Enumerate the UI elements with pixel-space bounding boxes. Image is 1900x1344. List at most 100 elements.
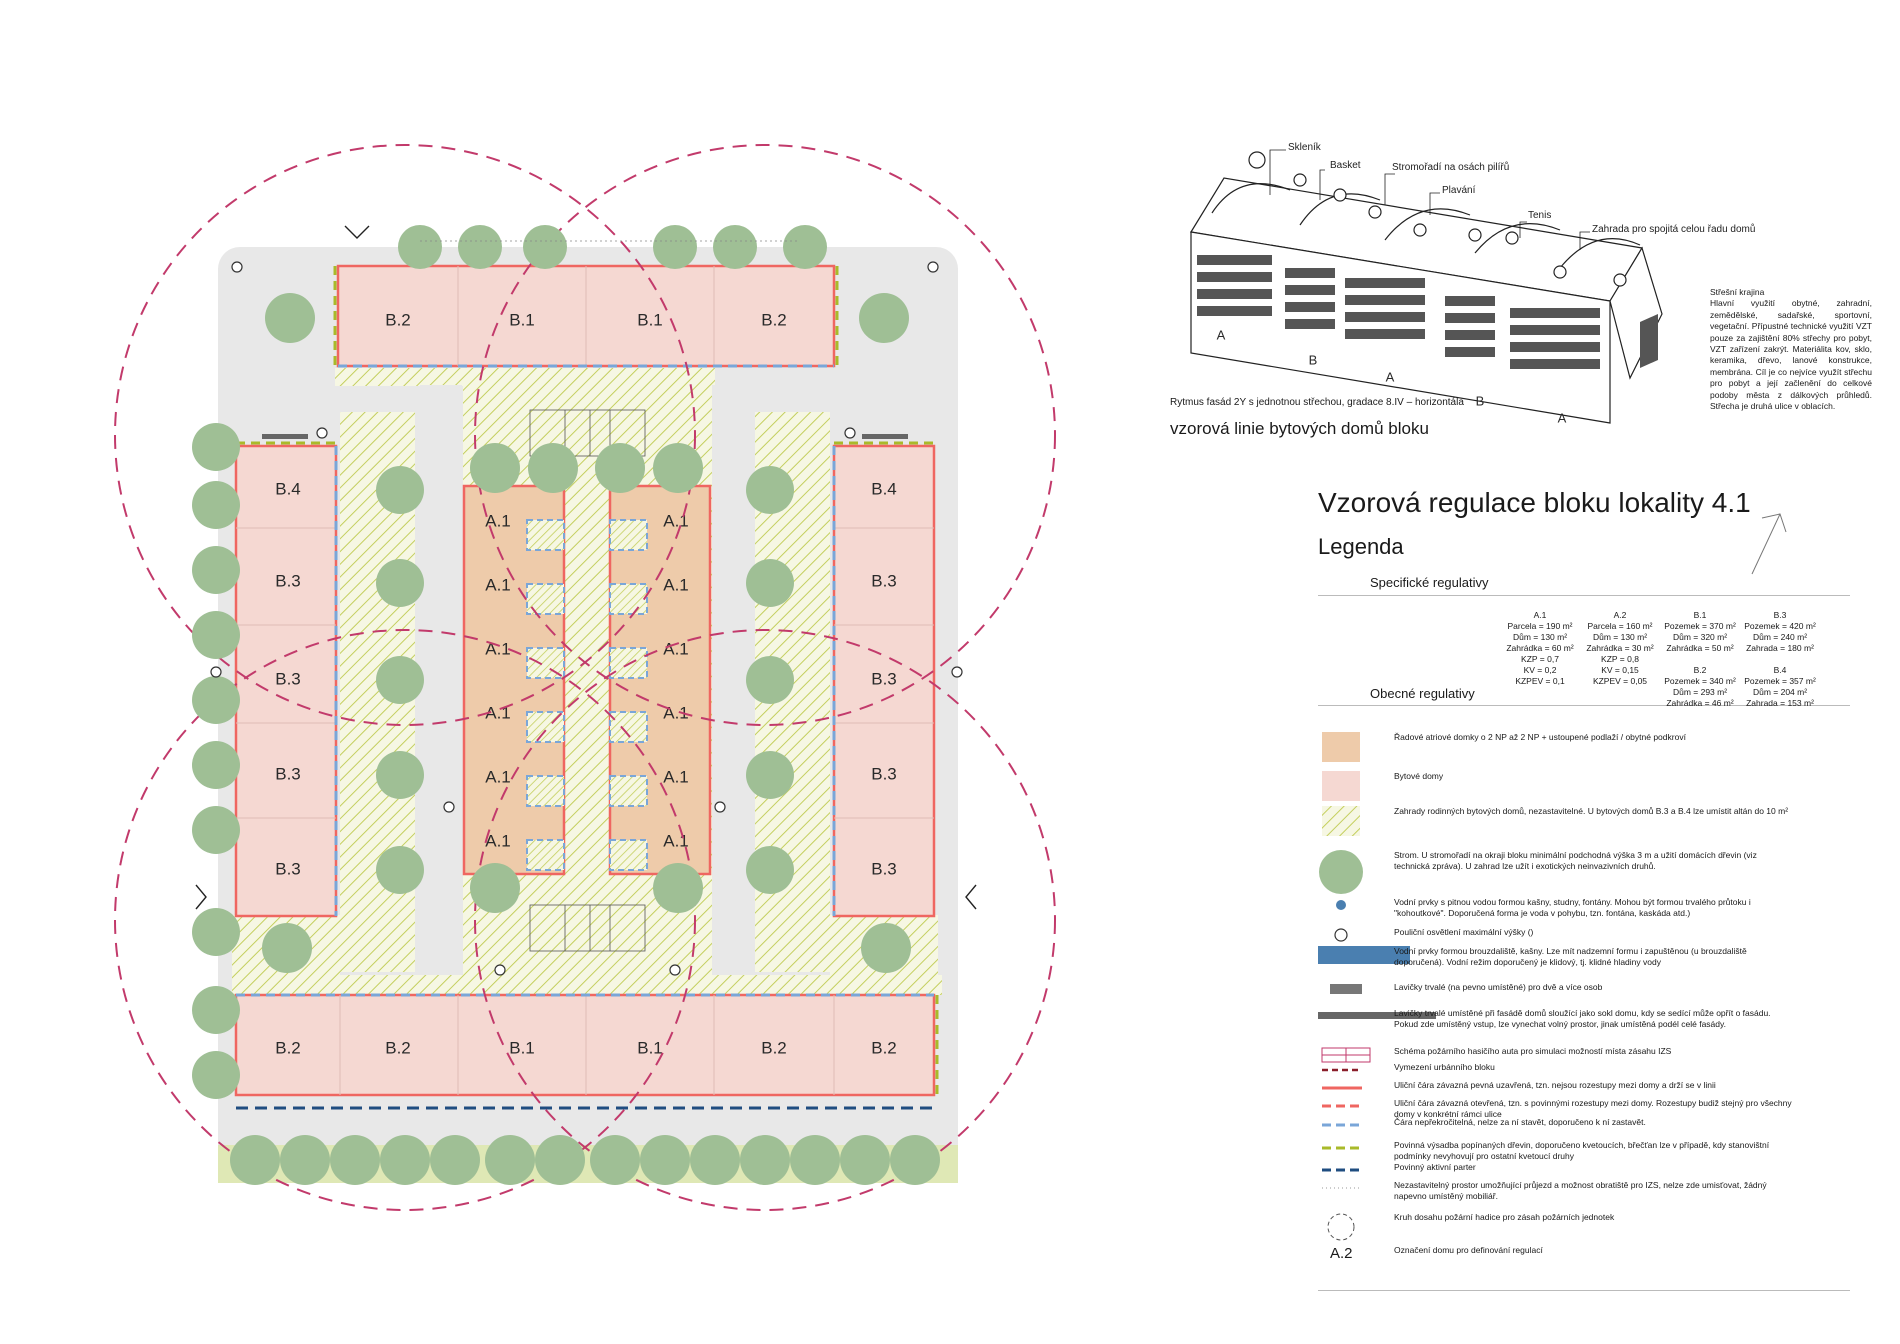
label-bottom-4: B.1 [637, 1038, 663, 1057]
bench-icon [1318, 982, 1438, 1035]
stats-line: Zahrada = 180 m² [1746, 643, 1814, 653]
legend-text: Povinná výsadba popínaných dřevin, dopor… [1394, 1140, 1770, 1161]
page-title: Vzorová regulace bloku lokality 4.1 [1318, 487, 1751, 518]
garden-bottom [232, 975, 942, 995]
legend-heading: Legenda [1318, 534, 1404, 559]
stats-line: Pozemek = 370 m² [1664, 621, 1736, 631]
inner-street-left [420, 385, 462, 975]
profile-label-trees: Stromořadí na osách pilířů [1392, 161, 1509, 173]
roofscape-body: Hlavní využití obytné, zahradní, zeměděl… [1710, 298, 1872, 412]
legend-text: Nezastavitelný prostor umožňující průjez… [1394, 1180, 1767, 1201]
label-top-3: B.1 [637, 310, 663, 329]
profile-house-a-1: A [1217, 327, 1226, 342]
profile-house-a-2: A [1386, 369, 1395, 384]
label-bottom-2: B.2 [385, 1038, 411, 1057]
garden-top [335, 368, 715, 386]
lamp-icon [1318, 927, 1438, 980]
legend-text: Pouliční osvětlení maximální výšky () [1394, 927, 1534, 937]
stats-line: Dům = 130 m² [1512, 632, 1568, 642]
fire-truck-bottom-icon [529, 904, 646, 952]
stats-line: Pozemek = 420 m² [1744, 621, 1816, 631]
fire-truck-icon [1318, 1046, 1438, 1099]
profile-house-b-2: B [1476, 393, 1485, 408]
label-left-1: B.4 [275, 479, 301, 498]
benches [262, 434, 908, 439]
stats-line: B.1 [1693, 610, 1707, 620]
legend-text: Čára nepřekročitelná, nelze za ní stavět… [1394, 1117, 1646, 1127]
stats-line: KV = 0,15 [1601, 665, 1639, 675]
swatch-tan-icon [1318, 732, 1438, 785]
roofscape-description: Střešní krajina Hlavní využití obytné, z… [1710, 287, 1872, 412]
roofscape-axonometric-drawing [1190, 151, 1663, 424]
dash-red-icon [1318, 1098, 1438, 1151]
profile-label-swimming: Plavání [1442, 185, 1476, 196]
stats-line [1735, 654, 1825, 665]
stats-line: Dům = 320 m² [1672, 632, 1728, 642]
label-top-2: B.1 [509, 310, 535, 329]
label-bottom-5: B.2 [761, 1038, 787, 1057]
profile-house-a-3: A [1558, 410, 1567, 425]
trees [192, 225, 940, 1185]
profile-title: vzorová linie bytových domů bloku [1170, 419, 1429, 438]
legend-text: Označení domu pro definování regulací [1394, 1245, 1543, 1255]
swatch-hatch-icon [1318, 806, 1438, 859]
stats-line: B.2 [1693, 665, 1707, 675]
specific-regulations-heading: Specifické regulativy [1370, 575, 1489, 590]
building-row-top [333, 264, 839, 368]
stats-line: Parcela = 190 m² [1507, 621, 1573, 631]
swatch-pink-icon [1318, 771, 1438, 824]
stats-line: Zahrada = 153 m² [1746, 698, 1814, 708]
divider-specific [1318, 595, 1850, 596]
label-right-1: B.4 [871, 479, 897, 498]
stats-line: KV = 0,2 [1523, 665, 1557, 675]
label-bottom-1: B.2 [275, 1038, 301, 1057]
legend-text: Zahrady rodinných bytových domů, nezasta… [1394, 806, 1789, 816]
legend-text: Bytové domy [1394, 771, 1444, 781]
building-column-left [234, 441, 338, 918]
water-bar-icon [1318, 946, 1438, 999]
north-arrow-icon [1751, 513, 1787, 575]
label-a-right-2: A.1 [663, 575, 689, 594]
profile-leader-lines [1269, 149, 1590, 250]
stats-line: B.3 [1773, 610, 1787, 620]
label-top-4: B.2 [761, 310, 787, 329]
label-bottom-6: B.2 [871, 1038, 897, 1057]
legend-text: Uliční čára závazná otevřená, tzn. s pov… [1394, 1098, 1792, 1119]
stats-line: Dům = 130 m² [1592, 632, 1648, 642]
legend-text: Schéma požárního hasičího auta pro simul… [1394, 1046, 1672, 1056]
stats-line: Zahrádka = 46 m² [1666, 698, 1734, 708]
legend-text: Lavičky trvalé (na pevno umístěné) pro d… [1394, 982, 1603, 992]
profile-caption: Rytmus fasád 2Y s jednotnou střechou, gr… [1170, 397, 1464, 408]
divider-end [1318, 1290, 1850, 1291]
stats-line: Pozemek = 357 m² [1744, 676, 1816, 686]
dash-darkred-icon [1318, 1062, 1438, 1115]
dotted-icon [1318, 1180, 1438, 1233]
stats-line: KZPEV = 0,1 [1515, 676, 1565, 686]
label-a-right-5: A.1 [663, 767, 689, 786]
atrium-houses-left [462, 484, 566, 876]
legend-text: Vodní prvky s pitnou vodou formou kašny,… [1394, 897, 1751, 918]
building-row-bottom [234, 993, 939, 1110]
long-bench-icon [1318, 1008, 1438, 1061]
water-dot-icon [1318, 897, 1438, 950]
legend-text: Strom. U stromořadí na okraji bloku mini… [1394, 850, 1757, 871]
profile-label-garden: Zahrada pro spojitá celou řadu domů [1592, 223, 1755, 235]
building-column-right [832, 441, 936, 918]
label-a-right-3: A.1 [663, 639, 689, 658]
legend-text: Řadové atriové domky o 2 NP až 2 NP + us… [1394, 732, 1686, 742]
label-a-left-6: A.1 [485, 831, 511, 850]
stats-line: Parcela = 160 m² [1587, 621, 1653, 631]
tree-icon [1318, 850, 1438, 903]
code-icon: A.2 [1330, 1245, 1353, 1262]
label-top-1: B.2 [385, 310, 411, 329]
stats-line: KZPEV = 0,05 [1592, 676, 1648, 686]
profile-label-greenhouse: Skleník [1288, 142, 1322, 153]
label-left-5: B.3 [275, 859, 301, 878]
stats-line: Zahrádka = 30 m² [1586, 643, 1654, 653]
stats-line: Dům = 240 m² [1752, 632, 1808, 642]
profile-house-b-1: B [1309, 352, 1318, 367]
line-red-icon [1318, 1080, 1438, 1133]
